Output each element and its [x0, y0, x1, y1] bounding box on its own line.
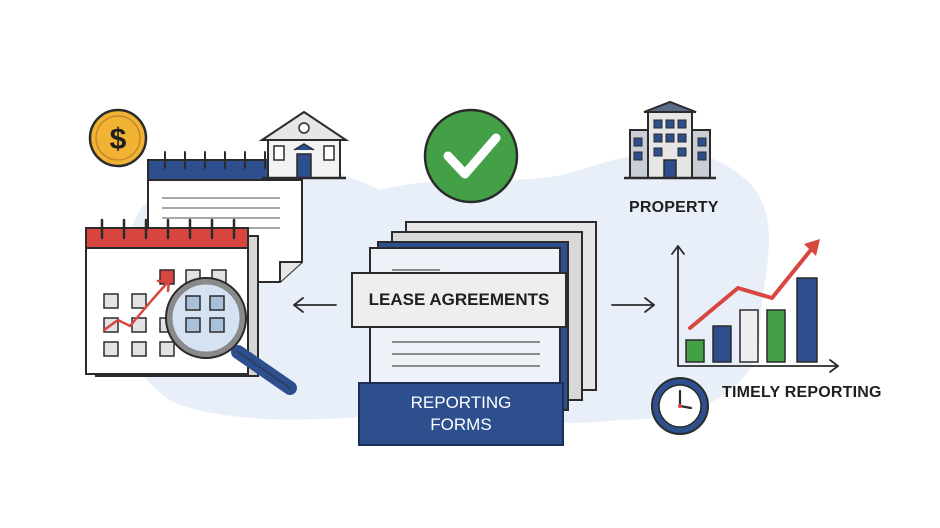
- dollar-symbol: $: [110, 123, 127, 156]
- property-label: PROPERTY: [629, 199, 719, 216]
- office-building-icon: [624, 100, 716, 180]
- reporting-forms-label-line2: FORMS: [430, 415, 492, 434]
- magnifying-glass-icon: [165, 277, 297, 395]
- lease-agreements-label: LEASE AGREEMENTS: [368, 290, 550, 309]
- clock-icon: [651, 377, 709, 435]
- lease-agreements-banner: LEASE AGREEMENTS: [351, 272, 567, 328]
- right-arrow-icon: [611, 297, 655, 313]
- house-icon: [258, 110, 350, 180]
- timely-reporting-label: TIMELY REPORTING: [722, 384, 882, 401]
- reporting-forms-box: REPORTING FORMS: [358, 382, 564, 446]
- checkmark-icon: [423, 108, 519, 204]
- left-arrow-icon: [293, 297, 337, 313]
- reporting-forms-label-line1: REPORTING: [410, 393, 512, 412]
- growth-chart-icon: [671, 239, 839, 373]
- trend-arrow-icon: [102, 278, 171, 332]
- dollar-coin-icon: $: [88, 108, 148, 168]
